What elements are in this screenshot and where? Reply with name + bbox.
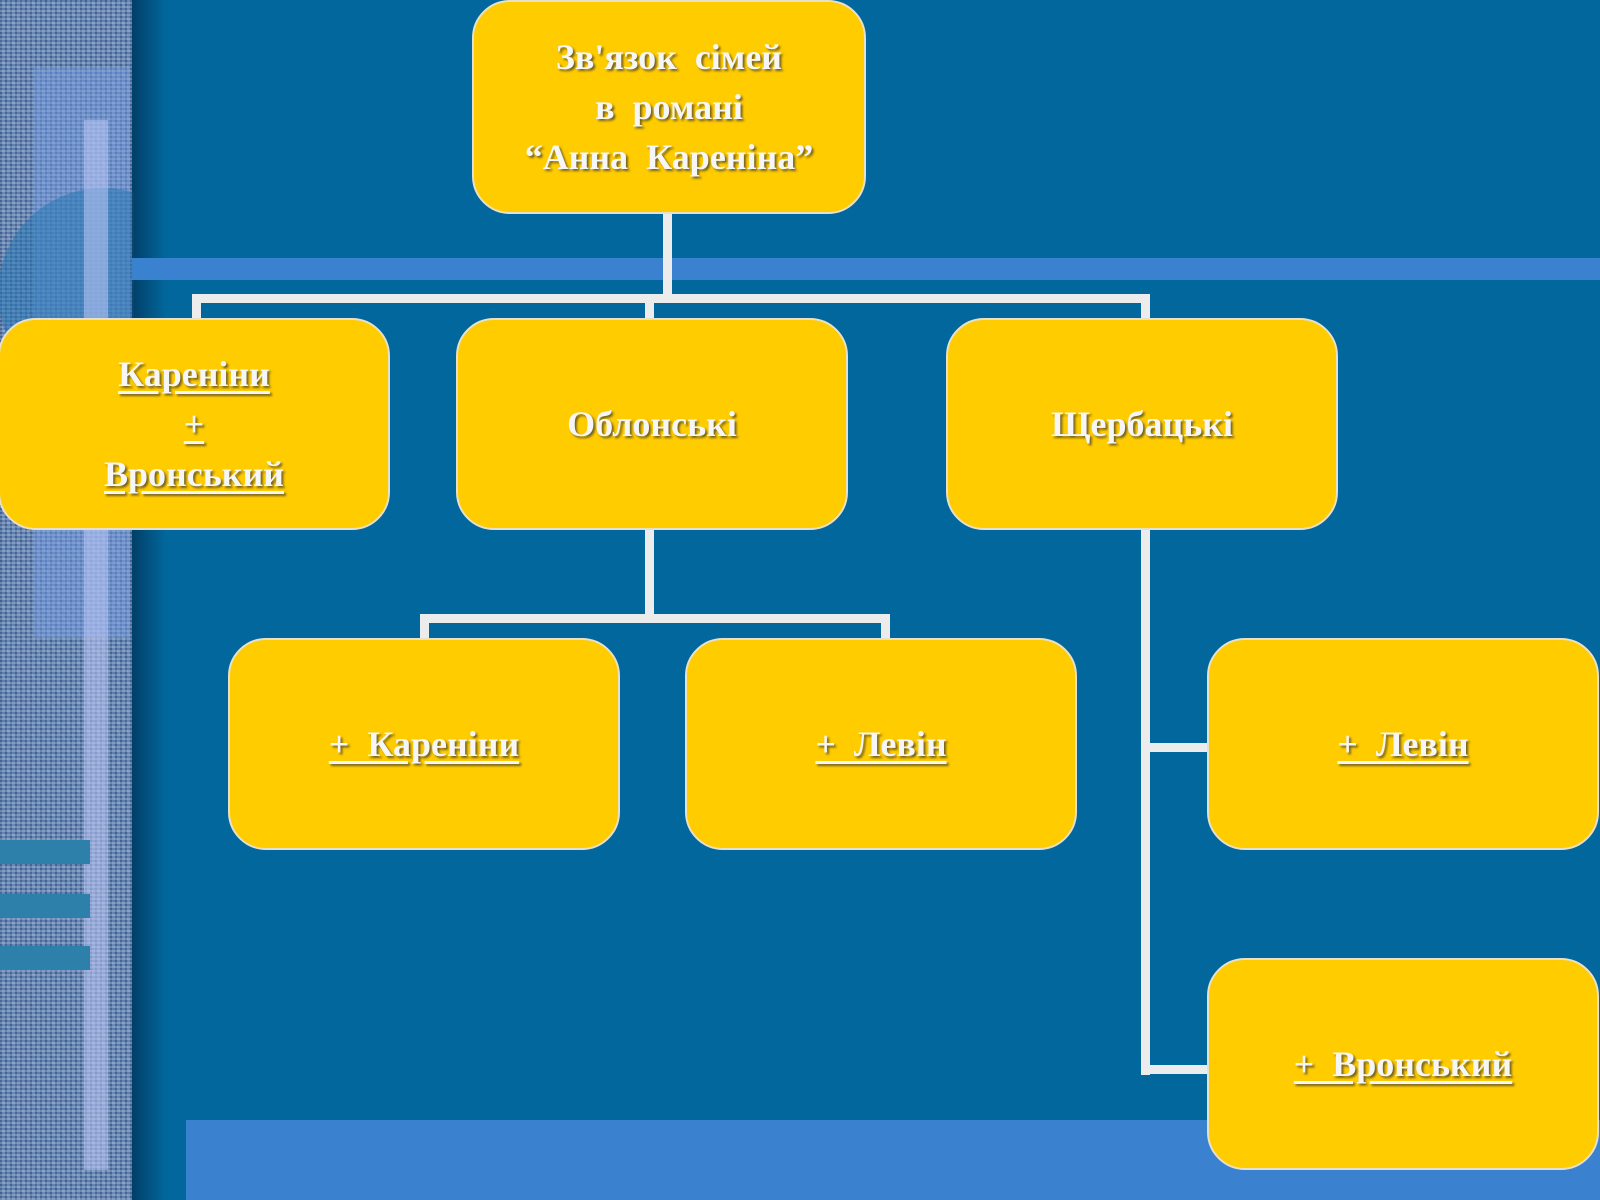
connector-level1-bus — [192, 294, 1150, 303]
node-plus-vronsky[interactable]: + Вронський — [1207, 958, 1599, 1170]
side-decor-bar — [84, 120, 108, 1170]
decor-band-top — [132, 258, 1600, 280]
connector-to-oblonski — [645, 294, 654, 320]
node-oblonski-text: Облонські — [567, 404, 737, 444]
root-line-1: Зв'язок сімей — [555, 37, 783, 77]
connector-root-stem — [663, 212, 672, 298]
connector-oblonski-bus — [420, 614, 890, 623]
node-plus-kareniny[interactable]: + Кареніни — [228, 638, 620, 850]
root-node: Зв'язок сімей в романі “Анна Кареніна” — [472, 0, 866, 214]
node-plus-vronsky-link[interactable]: + Вронський — [1293, 1044, 1513, 1084]
connector-to-shcherbatski-child-2 — [1141, 1065, 1211, 1074]
node-shcherbatski-text: Щербацькі — [1050, 404, 1234, 444]
node-shcherbatski: Щербацькі — [946, 318, 1338, 530]
connector-to-oblonski-child-1 — [420, 614, 429, 640]
connector-to-shcherbatski-child-1 — [1141, 743, 1211, 752]
root-line-2: в романі — [595, 87, 743, 127]
node-oblonski: Облонські — [456, 318, 848, 530]
node-plus-kareniny-link[interactable]: + Кареніни — [328, 724, 520, 764]
node-plus-levin-1[interactable]: + Левін — [685, 638, 1077, 850]
connector-shcherbatski-stem — [1141, 530, 1150, 1075]
node-shcherbatski-label: Щербацькі — [1051, 399, 1233, 449]
connector-to-kareniny — [192, 294, 201, 320]
node-kareniny-line-3: Вронський — [103, 454, 285, 494]
connector-to-oblonski-child-2 — [881, 614, 890, 640]
side-decor-line — [0, 894, 90, 918]
node-kareniny-vronsky-link[interactable]: Кареніни + Вронський — [104, 349, 284, 499]
node-plus-levin-2-link[interactable]: + Левін — [1337, 724, 1469, 764]
node-plus-levin-2[interactable]: + Левін — [1207, 638, 1599, 850]
side-decor-line — [0, 946, 90, 970]
node-oblonski-label: Облонські — [567, 399, 737, 449]
node-plus-levin-1-link[interactable]: + Левін — [815, 724, 947, 764]
node-kareniny-line-1: Кареніни — [118, 354, 270, 394]
connector-to-shcherbatski — [1141, 294, 1150, 320]
root-node-label: Зв'язок сімей в романі “Анна Кареніна” — [525, 32, 814, 182]
root-line-3: “Анна Кареніна” — [524, 137, 814, 177]
side-decor-line — [0, 840, 90, 864]
connector-oblonski-stem — [645, 530, 654, 620]
side-strip-shadow — [132, 0, 166, 1200]
node-kareniny-line-2: + — [183, 404, 205, 444]
node-kareniny-vronsky[interactable]: Кареніни + Вронський — [0, 318, 390, 530]
